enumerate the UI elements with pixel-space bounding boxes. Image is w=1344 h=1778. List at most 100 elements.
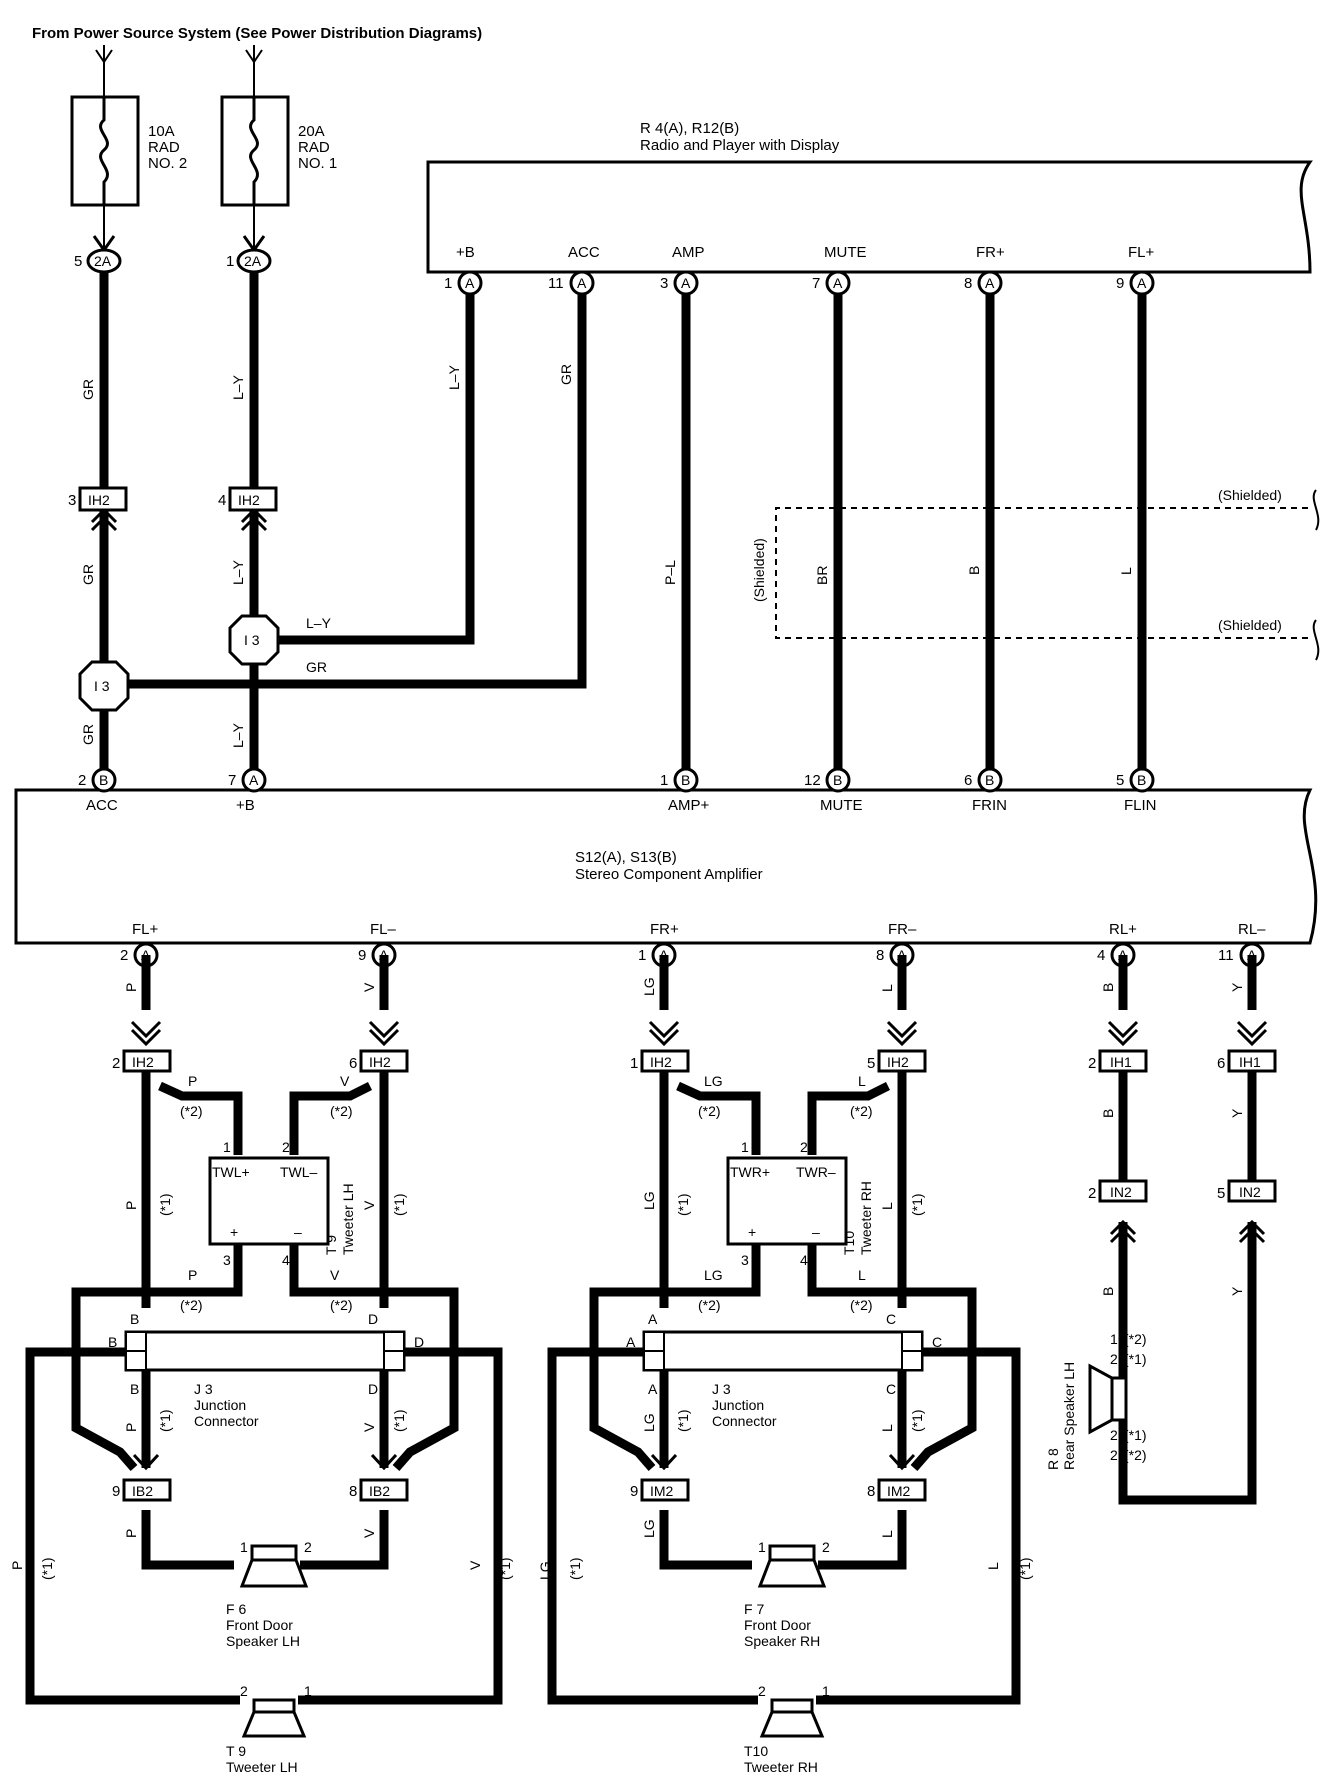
wire-label: (*1) bbox=[1017, 1557, 1033, 1580]
shielded-label: (Shielded) bbox=[1218, 487, 1282, 503]
wire-label: (*2) bbox=[698, 1103, 721, 1119]
svg-text:I 3: I 3 bbox=[94, 678, 110, 694]
svg-text:F 6: F 6 bbox=[226, 1601, 246, 1617]
wire-label: Y bbox=[1229, 982, 1245, 992]
wire-label: LG bbox=[704, 1267, 723, 1283]
wire-label: (*1) bbox=[675, 1193, 691, 1216]
svg-text:Front Door: Front Door bbox=[744, 1617, 811, 1633]
svg-text:1: 1 bbox=[304, 1683, 312, 1699]
wire-label: (*2) bbox=[180, 1103, 203, 1119]
svg-text:2: 2 bbox=[1110, 1351, 1118, 1367]
ih2-connector-6: 6 IH2 bbox=[349, 1049, 409, 1073]
svg-text:A: A bbox=[465, 275, 475, 291]
svg-text:TWR+: TWR+ bbox=[730, 1164, 770, 1180]
svg-text:IM2: IM2 bbox=[650, 1483, 674, 1499]
svg-text:1: 1 bbox=[822, 1683, 830, 1699]
wire-label: (*1) bbox=[675, 1409, 691, 1432]
wire-label: LG bbox=[641, 1413, 657, 1432]
svg-text:IH2: IH2 bbox=[88, 492, 110, 508]
wire-label: (*1) bbox=[909, 1409, 925, 1432]
wire-label: L bbox=[858, 1073, 866, 1089]
svg-text:C: C bbox=[886, 1311, 896, 1327]
svg-text:Connector: Connector bbox=[194, 1413, 259, 1429]
svg-text:2: 2 bbox=[1110, 1427, 1118, 1443]
svg-text:1: 1 bbox=[240, 1539, 248, 1555]
wires-upper bbox=[99, 272, 1147, 770]
svg-text:B: B bbox=[130, 1381, 139, 1397]
amp-id: S12(A), S13(B) bbox=[575, 849, 677, 866]
svg-text:8: 8 bbox=[867, 1483, 875, 1500]
wire-label: (*1) bbox=[391, 1409, 407, 1432]
svg-text:IN2: IN2 bbox=[1110, 1184, 1132, 1200]
fuse-rad-no1: 20A RAD NO. 1 bbox=[220, 45, 337, 253]
junction-connector-right: A A A C C C J 3 Junction Connector bbox=[626, 1311, 942, 1429]
svg-text:9: 9 bbox=[112, 1483, 120, 1500]
radio-pin-label: FL+ bbox=[1128, 244, 1155, 261]
svg-text:5: 5 bbox=[1116, 772, 1124, 789]
svg-text:8: 8 bbox=[964, 275, 972, 292]
svg-text:12: 12 bbox=[804, 772, 821, 789]
svg-text:(*2): (*2) bbox=[1124, 1447, 1147, 1463]
amp-bottom-pin-label: RL+ bbox=[1109, 921, 1137, 938]
speaker-f7: 1 2 F 7 Front Door Speaker RH bbox=[744, 1539, 830, 1649]
svg-text:A: A bbox=[577, 275, 587, 291]
wire-label: (*1) bbox=[497, 1557, 513, 1580]
fuse-label: RAD bbox=[148, 139, 180, 156]
wire-label: (*1) bbox=[909, 1193, 925, 1216]
svg-text:3: 3 bbox=[223, 1252, 231, 1268]
fuse-rad-no2: 10A RAD NO. 2 bbox=[70, 45, 187, 253]
ih2-connector-1: 1 IH2 bbox=[630, 1049, 690, 1073]
svg-text:F 7: F 7 bbox=[744, 1601, 764, 1617]
svg-text:B: B bbox=[681, 772, 690, 788]
rear-wires bbox=[1118, 955, 1257, 1505]
lower-fl-wires bbox=[25, 955, 503, 1705]
svg-text:+: + bbox=[748, 1224, 756, 1240]
radio-id: R 4(A), R12(B) bbox=[640, 120, 739, 137]
svg-text:T10: T10 bbox=[841, 1231, 857, 1255]
svg-text:9: 9 bbox=[1116, 275, 1124, 292]
svg-text:IB2: IB2 bbox=[132, 1483, 153, 1499]
shielded-label: (Shielded) bbox=[1218, 617, 1282, 633]
svg-text:C: C bbox=[886, 1381, 896, 1397]
speaker-r8: 1 2 2 2 (*2) (*1) (*1) (*2) R 8 Rear Spe… bbox=[1045, 1331, 1147, 1470]
header-text: From Power Source System (See Power Dist… bbox=[32, 25, 482, 42]
in2-connector-2: 2 IN2 bbox=[1088, 1179, 1148, 1203]
svg-text:GR: GR bbox=[558, 364, 574, 385]
svg-text:A: A bbox=[1137, 275, 1147, 291]
svg-text:A: A bbox=[626, 1334, 636, 1350]
im2-connector-8: 8 IM2 bbox=[867, 1478, 927, 1502]
ih2-connector-4: 4 IH2 bbox=[218, 486, 278, 512]
svg-text:IN2: IN2 bbox=[1239, 1184, 1261, 1200]
svg-text:2A: 2A bbox=[94, 253, 112, 269]
fuse-label: 10A bbox=[148, 123, 175, 140]
wire-label: LG bbox=[641, 977, 657, 996]
svg-text:A: A bbox=[833, 275, 843, 291]
wire-label: LG bbox=[641, 1519, 657, 1538]
svg-text:2: 2 bbox=[758, 1683, 766, 1699]
svg-text:L: L bbox=[1118, 567, 1134, 575]
amp-bottom-pin-label: FR– bbox=[888, 921, 917, 938]
svg-text:Speaker LH: Speaker LH bbox=[226, 1633, 300, 1649]
speaker-f6: 1 2 F 6 Front Door Speaker LH bbox=[226, 1539, 312, 1649]
svg-text:1: 1 bbox=[226, 253, 234, 270]
wire-label: L bbox=[858, 1267, 866, 1283]
wire-label: B bbox=[1100, 1109, 1116, 1118]
fuse-label: NO. 2 bbox=[148, 155, 187, 172]
lower-fr-arrows bbox=[648, 1020, 918, 1471]
wire-label: (*2) bbox=[330, 1103, 353, 1119]
svg-text:TWL+: TWL+ bbox=[212, 1164, 250, 1180]
svg-text:IH2: IH2 bbox=[887, 1054, 909, 1070]
svg-text:6: 6 bbox=[349, 1055, 357, 1072]
amp-bottom-pin-label: FL+ bbox=[132, 921, 159, 938]
fuse-pin-1: 5 2A bbox=[74, 248, 122, 274]
shielded-lines: (Shielded) (Shielded) (Shielded) bbox=[751, 487, 1320, 661]
tweeter-t10: 2 1 T10 Tweeter RH bbox=[744, 1683, 830, 1775]
fuse-label: 20A bbox=[298, 123, 325, 140]
svg-text:IH2: IH2 bbox=[369, 1054, 391, 1070]
